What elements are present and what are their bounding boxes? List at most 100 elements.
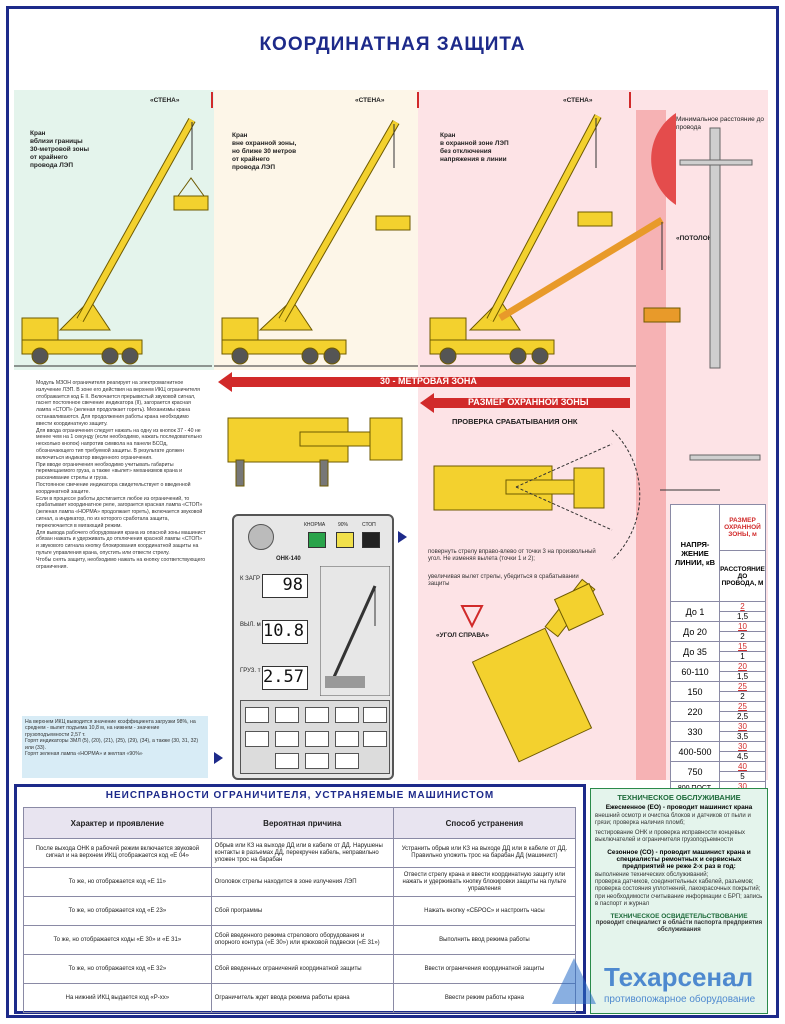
zone-value: 25	[719, 681, 766, 692]
distance-value: 2,5	[719, 711, 766, 722]
distance-header: РАССТОЯНИЕ ДО ПРОВОДА, М	[719, 550, 766, 602]
display-load: 98	[262, 574, 308, 598]
control-button-9[interactable]	[335, 731, 359, 747]
control-button-7[interactable]	[275, 731, 299, 747]
crane-topview-1	[227, 417, 403, 487]
distance-value: 1,5	[719, 671, 766, 682]
speaker-icon	[248, 524, 274, 550]
maintenance-title: ТЕХНИЧЕСКОЕ ОБСЛУЖИВАНИЕ	[617, 793, 741, 802]
voltage-value: До 20	[670, 621, 720, 642]
scene-2-caption: Кран вне охранной зоны, но ближе 30 метр…	[232, 132, 297, 171]
fault-remedy: Нажать кнопку «СБРОС» и настроить часы	[392, 896, 577, 926]
fault-remedy: Ввести режим работы крана	[392, 983, 577, 1013]
zone-header: РАЗМЕР ОХРАННОЙ ЗОНЫ, м	[719, 503, 766, 552]
boom-diagram	[320, 566, 390, 696]
fault-cause: Сбой введенных ограничений координатной …	[210, 954, 394, 984]
indicator-90-label: 90%	[338, 522, 349, 528]
control-button-13[interactable]	[335, 753, 359, 769]
eo-item-1: внешний осмотр и очистка блоков и датчик…	[595, 813, 751, 827]
faults-table: Характер и проявление Вероятная причина …	[23, 807, 577, 1013]
danger-zone-arc	[651, 113, 676, 205]
distance-value: 2	[719, 631, 766, 642]
voltage-value: 60-110	[670, 661, 720, 682]
voltage-value: 150	[670, 681, 720, 702]
voltage-value: 750	[670, 761, 720, 782]
voltage-table: НАПРЯ-ЖЕНИЕ ЛИНИИ, кВ РАЗМЕР ОХРАННОЙ ЗО…	[670, 503, 766, 802]
distance-value: 5	[719, 771, 766, 782]
zone-protect-label: РАЗМЕР ОХРАННОЙ ЗОНЫ	[468, 397, 589, 407]
distance-value: 2	[719, 691, 766, 702]
control-button-8[interactable]	[305, 731, 329, 747]
faults-col-3: Способ устранения	[392, 807, 577, 839]
zone-value: 15	[719, 641, 766, 652]
scene-3-caption: Кран в охранной зоне ЛЭП без отключения …	[440, 132, 509, 163]
fault-remedy: Выполнить ввод режима работы	[392, 925, 577, 955]
distance-value: 4,5	[719, 751, 766, 762]
fault-symptom: То же, но отображается код «Е 23»	[23, 896, 212, 926]
indicator-stop-label: СТОП	[362, 522, 376, 528]
power-pole	[679, 127, 761, 461]
fault-symptom: То же, но отображается код «Е 11»	[23, 867, 212, 897]
so-item-4: при необходимости считывание информации …	[595, 893, 763, 908]
zone-protect-arrow	[420, 393, 630, 413]
fault-cause: Обрыв или КЗ на выходе ДД или в кабеле о…	[210, 838, 394, 868]
wall-label-3: «СТЕНА»	[563, 97, 593, 104]
crane-illustration	[14, 92, 761, 780]
zone-value: 2	[719, 601, 766, 612]
fault-symptom: То же, но отображается код «Е 32»	[23, 954, 212, 984]
indicator-norma[interactable]	[308, 532, 326, 548]
watermark-logo-icon	[552, 958, 596, 1004]
control-button-4[interactable]	[335, 707, 359, 723]
crane-1	[21, 118, 209, 365]
min-distance-label: Минимальное расстояние до провода	[676, 116, 764, 131]
watermark-tagline: противопожарное оборудование	[604, 994, 756, 1005]
wall-band	[636, 110, 666, 780]
control-button-1[interactable]	[245, 707, 269, 723]
fault-cause: Сбой программы	[210, 896, 394, 926]
eo-item-2: тестирование ОНК и проверка исправности …	[595, 829, 746, 844]
page-title: КООРДИНАТНАЯ ЗАЩИТА	[259, 34, 526, 55]
crane-topview-2	[433, 429, 641, 561]
so-title: Сезонное (СО) - проводит машинист крана …	[607, 848, 751, 870]
zone-value: 25	[719, 701, 766, 712]
distance-value: 1,5	[719, 611, 766, 622]
zone-value: 10	[719, 621, 766, 632]
display-capacity: 2.57	[262, 666, 308, 690]
control-button-2[interactable]	[275, 707, 299, 723]
control-button-11[interactable]	[275, 753, 299, 769]
note-box: На верхнем ИКЦ выводится значение коэффи…	[22, 716, 208, 778]
indicator-stop[interactable]	[362, 532, 380, 548]
control-button-3[interactable]	[305, 707, 329, 723]
fault-row: После выхода ОНК в рабочий режим включае…	[23, 838, 577, 868]
control-button-12[interactable]	[305, 753, 329, 769]
zone-value: 20	[719, 661, 766, 672]
indicator-90[interactable]	[336, 532, 354, 548]
voltage-value: До 35	[670, 641, 720, 662]
indicator-norma-label: КНОРМА	[304, 522, 326, 528]
wall-label-1: «СТЕНА»	[150, 97, 180, 104]
eo-title: Ежесменное (ЕО) - проводит машинист кран…	[605, 804, 753, 811]
survey-text: проводит специалист в области паспорта п…	[595, 919, 763, 934]
faults-title: НЕИСПРАВНОСТИ ОГРАНИЧИТЕЛЯ, УСТРАНЯЕМЫЕ …	[105, 790, 495, 801]
fault-remedy: Устранить обрыв или КЗ на выходе ДД или …	[392, 838, 577, 868]
faults-col-2: Вероятная причина	[210, 807, 394, 839]
control-button-6[interactable]	[245, 731, 269, 747]
control-button-10[interactable]	[363, 731, 387, 747]
display-mid-label: ВЫЛ. м	[240, 622, 261, 628]
scene-1-caption: Кран вблизи границы 30-метровой зоны от …	[30, 130, 90, 169]
pointer-arrow-icon	[398, 531, 407, 543]
fault-cause: Оголовок стрелы находится в зоне излучен…	[210, 867, 394, 897]
zone-value: 40	[719, 761, 766, 772]
onk-device: ОНК-140 КНОРМА 90% СТОП К ЗАГР % 98 ВЫЛ.…	[232, 514, 394, 780]
device-model: ОНК-140	[276, 556, 301, 562]
control-button-5[interactable]	[363, 707, 387, 723]
crane-2	[221, 120, 411, 365]
faults-panel: НЕИСПРАВНОСТИ ОГРАНИЧИТЕЛЯ, УСТРАНЯЕМЫЕ …	[14, 784, 586, 1014]
